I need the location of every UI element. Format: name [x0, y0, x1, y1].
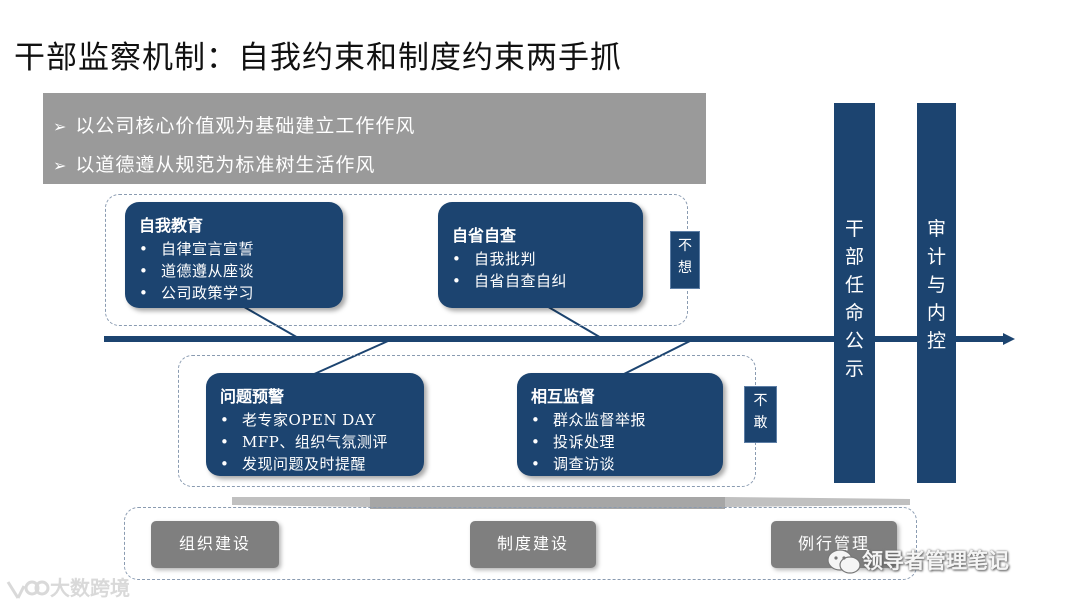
list-item: 自我批判 — [452, 248, 629, 270]
pillar-appointment-publicity: 干部任命公示 — [834, 103, 875, 483]
watermark-right: 领导者管理笔记 — [826, 545, 1009, 576]
foundation-group — [124, 507, 917, 580]
list-item: 调查访谈 — [531, 453, 709, 475]
list-item: 群众监督举报 — [531, 409, 709, 431]
card-problem-warning: 问题预警 老专家OPEN DAY MFP、组织气氛测评 发现问题及时提醒 — [206, 373, 424, 476]
list-item: 老专家OPEN DAY — [220, 409, 410, 431]
list-item: 自省自查自纠 — [452, 270, 629, 292]
arrow-bullet-icon: ➢ — [53, 156, 68, 175]
card-self-education: 自我教育 自律宣言宣誓 道德遵从座谈 公司政策学习 — [125, 202, 343, 308]
card-title: 自我教育 — [139, 216, 204, 235]
card-self-reflection: 自省自查 自我批判 自省自查自纠 — [438, 202, 643, 308]
list-item: 发现问题及时提醒 — [220, 453, 410, 475]
arrow-bullet-icon: ➢ — [53, 117, 68, 136]
card-title: 问题预警 — [220, 387, 285, 406]
wechat-icon — [827, 549, 861, 574]
platform-center — [370, 497, 725, 509]
list-item: 自律宣言宣誓 — [139, 238, 329, 260]
tag-not-want: 不想 — [670, 231, 700, 289]
card-title: 相互监督 — [531, 387, 596, 406]
list-item: 公司政策学习 — [139, 282, 329, 304]
foundation-system: 制度建设 — [470, 521, 596, 568]
card-mutual-supervision: 相互监督 群众监督举报 投诉处理 调查访谈 — [517, 373, 723, 476]
tag-not-dare: 不敢 — [744, 386, 777, 443]
watermark-left: 大数跨境 — [4, 572, 130, 604]
foundation-organization: 组织建设 — [151, 521, 279, 568]
page-title: 干部监察机制：自我约束和制度约束两手抓 — [14, 40, 622, 76]
platform-left — [232, 497, 370, 507]
connector-line — [621, 340, 691, 376]
principle-item: ➢以公司核心价值观为基础建立工作作风 — [53, 115, 416, 137]
connector-line — [311, 340, 389, 376]
principle-item: ➢以道德遵从规范为标准树生活作风 — [53, 154, 376, 176]
list-item: MFP、组织气氛测评 — [220, 431, 410, 453]
axis-arrow-icon — [1003, 333, 1015, 345]
pillar-audit-control: 审计与内控 — [917, 103, 956, 483]
connector-line — [544, 304, 604, 340]
platform-right — [725, 497, 910, 507]
card-title: 自省自查 — [452, 226, 517, 245]
principles-box: ➢以公司核心价值观为基础建立工作作风 ➢以道德遵从规范为标准树生活作风 — [43, 93, 706, 184]
list-item: 道德遵从座谈 — [139, 260, 329, 282]
watermark-logo-icon — [6, 580, 50, 599]
list-item: 投诉处理 — [531, 431, 709, 453]
